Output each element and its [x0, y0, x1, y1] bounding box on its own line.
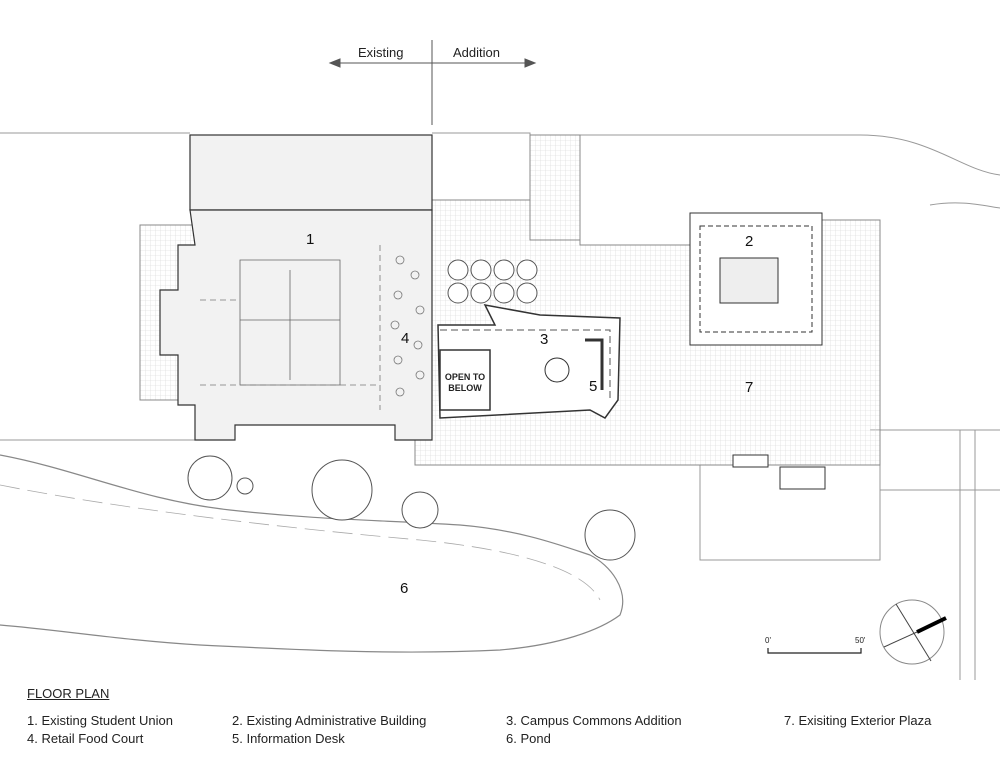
legend-item: 6. Pond [506, 731, 551, 746]
existing-administrative-building [689, 212, 823, 346]
scale-start: 0' [765, 636, 771, 645]
legend-item: 2. Existing Administrative Building [232, 713, 427, 728]
label-5: 5 [589, 378, 598, 395]
existing-label: Existing [358, 45, 404, 60]
existing-student-union [159, 134, 433, 441]
legend-item: 3. Campus Commons Addition [506, 713, 682, 728]
trees [187, 455, 636, 561]
campus-commons-addition [437, 303, 621, 419]
label-4: 4 [401, 330, 410, 347]
pond [0, 454, 624, 653]
legend-title: FLOOR PLAN [27, 686, 110, 701]
addition-label: Addition [453, 45, 500, 60]
exterior-stairs [732, 454, 826, 490]
existing-addition-divider [328, 40, 537, 125]
legend-item: 5. Information Desk [232, 731, 345, 746]
site-boundary-lines [0, 132, 1000, 680]
label-2: 2 [745, 233, 754, 250]
label-7: 7 [745, 379, 754, 396]
food-court-tables [390, 255, 425, 397]
label-3: 3 [540, 331, 549, 348]
legend-item: 7. Exisiting Exterior Plaza [784, 713, 932, 728]
north-arrow-icon [879, 599, 947, 665]
scale-bar [767, 648, 862, 654]
label-1: 1 [306, 231, 315, 248]
label-6: 6 [400, 580, 409, 597]
open-to-below-label: OPEN TO BELOW [444, 372, 486, 393]
scale-end: 50' [855, 636, 866, 645]
legend-item: 4. Retail Food Court [27, 731, 144, 746]
legend-item: 1. Existing Student Union [27, 713, 173, 728]
round-planters [447, 259, 538, 304]
